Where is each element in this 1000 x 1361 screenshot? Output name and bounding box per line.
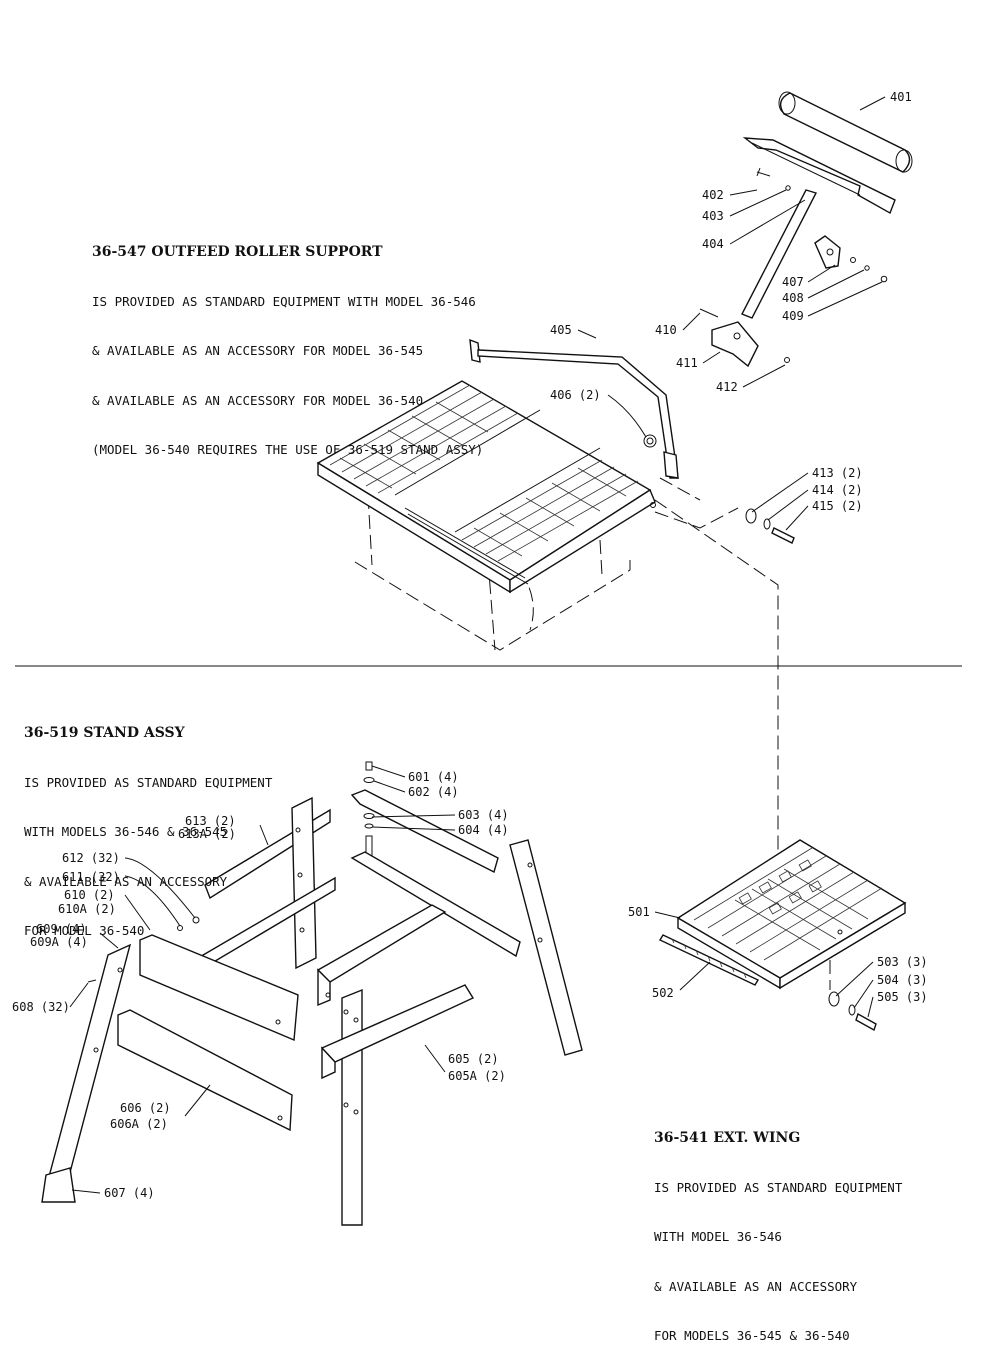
label-603: 603 (4)	[458, 808, 509, 822]
table-saw-drawing	[316, 380, 656, 651]
label-410: 410	[655, 323, 677, 337]
label-414: 414 (2)	[812, 483, 863, 497]
label-604: 604 (4)	[458, 823, 509, 837]
label-403: 403	[702, 209, 724, 223]
label-609: 609 (4)	[36, 922, 87, 936]
ext-wing-line: & AVAILABLE AS AN ACCESSORY	[654, 1278, 858, 1294]
roller-401-drawing	[742, 91, 913, 215]
assembly-path-2	[654, 499, 779, 852]
stand-assy-drawing	[41, 761, 583, 1226]
roller-support-line: & AVAILABLE AS AN ACCESSORY FOR MODEL 36…	[92, 343, 424, 358]
label-609a: 609A (4)	[30, 935, 88, 949]
label-406: 406 (2)	[550, 388, 601, 402]
label-613: 613 (2)	[185, 814, 236, 828]
label-601: 601 (4)	[408, 770, 459, 784]
hardware-413-415	[745, 508, 795, 544]
ext-wing-501-drawing	[676, 839, 907, 990]
ext-wing-line: WITH MODEL 36-546	[654, 1229, 782, 1244]
hardware-503-505	[828, 991, 877, 1032]
exploded-parts-diagram: 401 402 403 404 405 406 (2) 407 408 409 …	[12, 90, 962, 1226]
roller-support-line: IS PROVIDED AS STANDARD EQUIPMENT WITH M…	[92, 293, 476, 309]
label-411: 411	[676, 356, 698, 370]
label-613a: 613A (2)	[178, 827, 236, 841]
bracket-411-drawing	[711, 321, 759, 368]
roller-support-title: 36-547 OUTFEED ROLLER SUPPORT	[92, 244, 383, 260]
label-503: 503 (3)	[877, 955, 928, 969]
label-611: 611 (32)	[62, 870, 120, 884]
stand-assy-title: 36-519 STAND ASSY	[24, 725, 185, 741]
strip-502-drawing	[659, 934, 759, 986]
roller-support-line: (MODEL 36-540 REQUIRES THE USE OF 36-519…	[92, 442, 484, 457]
label-412: 412	[716, 380, 738, 394]
label-605a: 605A (2)	[448, 1069, 506, 1083]
stand-assy-line: WITH MODELS 36-546 & 36-545	[24, 824, 228, 839]
label-607: 607 (4)	[104, 1186, 155, 1200]
ext-wing-line: FOR MODELS 36-545 & 36-540	[654, 1328, 850, 1343]
label-413: 413 (2)	[812, 466, 863, 480]
label-606a: 606A (2)	[110, 1117, 168, 1131]
part-labels: 401 402 403 404 405 406 (2) 407 408 409 …	[12, 90, 928, 1200]
label-408: 408	[782, 291, 804, 305]
ext-wing-title: 36-541 EXT. WING	[654, 1130, 801, 1146]
label-505: 505 (3)	[877, 990, 928, 1004]
label-409: 409	[782, 309, 804, 323]
label-405: 405	[550, 323, 572, 337]
roller-support-note: 36-547 OUTFEED ROLLER SUPPORT IS PROVIDE…	[92, 211, 483, 475]
label-605: 605 (2)	[448, 1052, 499, 1066]
label-608: 608 (32)	[12, 1000, 70, 1014]
label-502: 502	[652, 986, 674, 1000]
label-501: 501	[628, 905, 650, 919]
stand-assy-line: FOR MODEL 36-540	[24, 923, 145, 938]
label-407: 407	[782, 275, 804, 289]
stand-assy-line: IS PROVIDED AS STANDARD EQUIPMENT	[24, 774, 273, 790]
label-606: 606 (2)	[120, 1101, 171, 1115]
stand-assy-note: 36-519 STAND ASSY IS PROVIDED AS STANDAR…	[24, 692, 272, 956]
tube-404-drawing	[741, 189, 841, 319]
roller-support-line: & AVAILABLE AS AN ACCESSORY FOR MODEL 36…	[92, 392, 424, 408]
ext-wing-note: 36-541 EXT. WING IS PROVIDED AS STANDARD…	[654, 1097, 902, 1361]
hardware-400-series	[699, 167, 888, 363]
label-610: 610 (2)	[64, 888, 115, 902]
stand-assy-line: & AVAILABLE AS AN ACCESSORY	[24, 873, 228, 889]
label-504: 504 (3)	[877, 973, 928, 987]
label-610a: 610A (2)	[58, 902, 116, 916]
ext-wing-line: IS PROVIDED AS STANDARD EQUIPMENT	[654, 1179, 903, 1195]
assembly-path-1	[654, 507, 739, 529]
leader-lines	[69, 96, 886, 1194]
label-401: 401	[890, 90, 912, 104]
label-415: 415 (2)	[812, 499, 863, 513]
label-602: 602 (4)	[408, 785, 459, 799]
rod-405-drawing	[469, 338, 679, 479]
label-402: 402	[702, 188, 724, 202]
label-404: 404	[702, 237, 724, 251]
label-612: 612 (32)	[62, 851, 120, 865]
assembly-path-3	[659, 477, 701, 501]
